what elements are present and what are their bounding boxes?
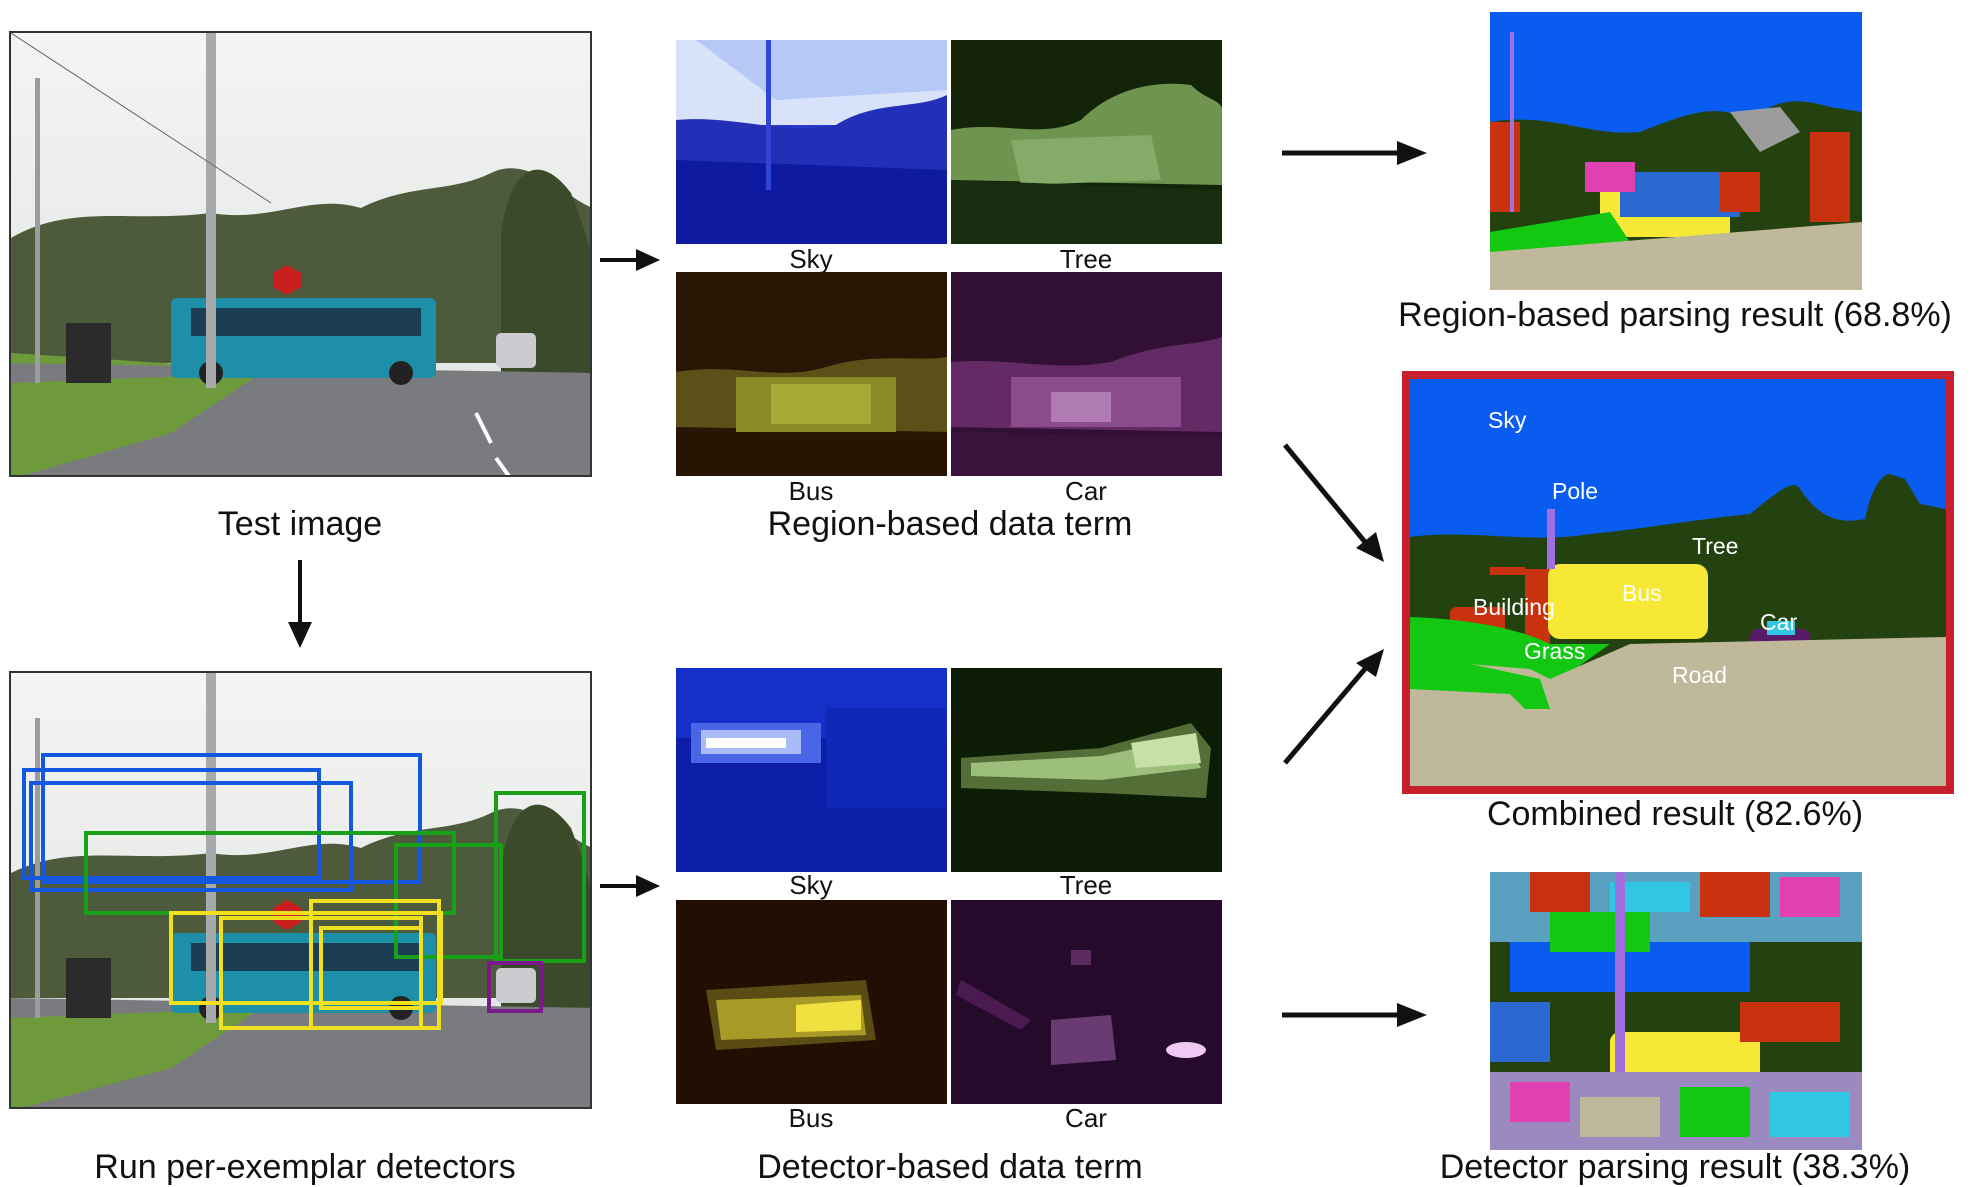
detector-sky-map	[676, 668, 947, 872]
arrow-to-detector-term-icon	[600, 875, 660, 897]
detector-data-term-caption: Detector-based data term	[757, 1148, 1143, 1186]
arrow-to-combined-from-top-icon	[1283, 443, 1384, 562]
detector-sky-label: Sky	[789, 870, 833, 900]
region-car-label: Car	[1065, 476, 1107, 506]
detector-bus-map	[676, 900, 947, 1104]
detector-image	[9, 671, 592, 1109]
combined-sky-label: Sky	[1488, 407, 1527, 433]
detector-car-map	[951, 900, 1222, 1104]
test-image	[9, 31, 592, 477]
combined-result: Sky Pole Tree Bus Building Car Grass Roa…	[1402, 371, 1954, 794]
detector-car-label: Car	[1065, 1103, 1107, 1133]
detector-parsing-result	[1490, 872, 1862, 1150]
combined-car-label: Car	[1760, 609, 1797, 635]
down-arrow-icon	[288, 560, 312, 648]
region-sky-label: Sky	[789, 244, 833, 274]
region-tree-label: Tree	[1059, 244, 1113, 274]
region-sky-map	[676, 40, 947, 244]
detector-tree-map	[951, 668, 1222, 872]
region-parsing-result	[1490, 12, 1862, 290]
region-data-term-caption: Region-based data term	[767, 505, 1133, 543]
arrow-to-region-term-icon	[600, 249, 660, 271]
combined-bus-label: Bus	[1622, 580, 1662, 606]
combined-grass-label: Grass	[1524, 638, 1585, 664]
run-detectors-caption: Run per-exemplar detectors	[94, 1148, 516, 1186]
combined-tree-label: Tree	[1692, 533, 1738, 559]
arrow-to-region-result-icon	[1282, 141, 1427, 165]
detector-result-caption: Detector parsing result (38.3%)	[1439, 1148, 1911, 1186]
combined-building-label: Building	[1473, 594, 1555, 620]
region-bus-label: Bus	[788, 476, 834, 506]
detector-tree-label: Tree	[1059, 870, 1113, 900]
arrow-to-detector-result-icon	[1282, 1003, 1427, 1027]
region-bus-map	[676, 272, 947, 476]
test-image-caption: Test image	[217, 505, 383, 543]
combined-road-label: Road	[1672, 662, 1727, 688]
detector-bus-label: Bus	[788, 1103, 834, 1133]
region-result-caption: Region-based parsing result (68.8%)	[1398, 296, 1952, 334]
combined-result-caption: Combined result (82.6%)	[1486, 795, 1864, 833]
arrow-to-combined-from-bottom-icon	[1283, 649, 1384, 765]
region-car-map	[951, 272, 1222, 476]
combined-pole-label: Pole	[1552, 478, 1598, 504]
region-tree-map	[951, 40, 1222, 244]
